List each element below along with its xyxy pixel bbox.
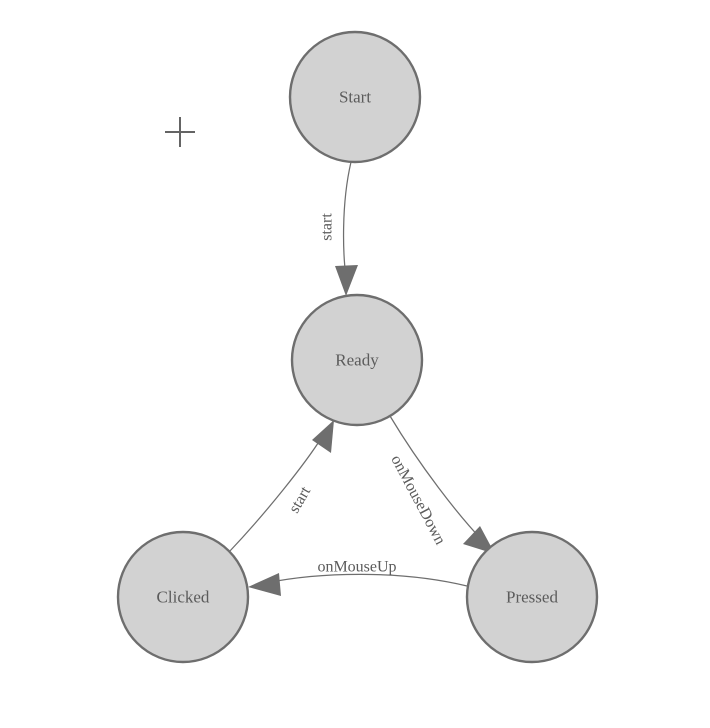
edge-pressed-to-clicked-path [265, 573, 468, 587]
edge-label-clicked-to-ready: start [286, 483, 315, 516]
edge-clicked-to-ready-path [228, 436, 323, 553]
node-ready-circle[interactable] [290, 293, 424, 427]
edge-start-to-ready[interactable]: start [319, 161, 359, 296]
crosshair-icon[interactable] [165, 117, 195, 147]
node-start[interactable]: Start [288, 30, 422, 164]
edge-pressed-to-clicked-arrowhead [248, 573, 281, 596]
node-pressed[interactable]: Pressed [465, 530, 599, 664]
edge-ready-to-pressed-arrowhead [463, 526, 495, 554]
node-clicked-circle[interactable] [116, 530, 250, 664]
edge-start-to-ready-path [342, 161, 352, 278]
edge-ready-to-pressed[interactable]: onMouseDown [387, 415, 495, 554]
edge-clicked-to-ready[interactable]: start [228, 420, 334, 553]
node-pressed-circle[interactable] [465, 530, 599, 664]
node-clicked[interactable]: Clicked [116, 530, 250, 664]
edge-label-pressed-to-clicked: onMouseUp [317, 559, 396, 576]
edge-label-ready-to-pressed: onMouseDown [387, 452, 448, 547]
node-ready[interactable]: Ready [290, 293, 424, 427]
edge-ready-to-pressed-path [389, 415, 484, 542]
edge-pressed-to-clicked[interactable]: onMouseUp [248, 559, 468, 597]
edge-start-to-ready-arrowhead [335, 265, 358, 296]
edge-clicked-to-ready-arrowhead [312, 420, 334, 453]
node-start-circle[interactable] [288, 30, 422, 164]
edge-label-start-to-ready: start [319, 213, 336, 241]
